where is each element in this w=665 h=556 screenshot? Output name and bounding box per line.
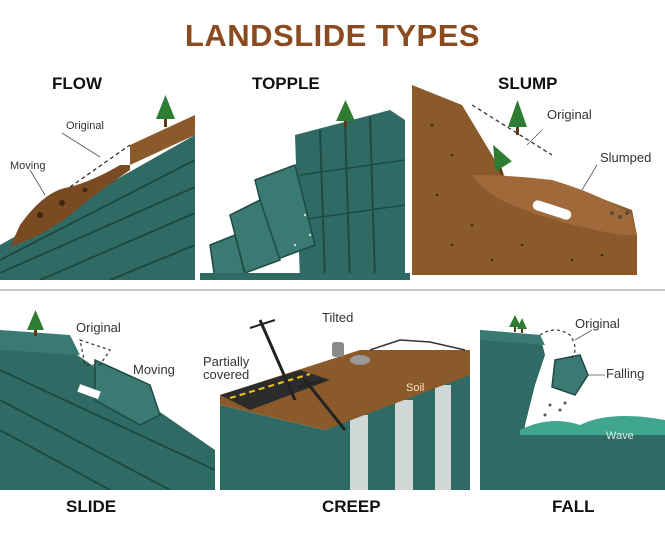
slide-illustration — [0, 310, 215, 490]
fall-wave-annotation: Wave — [606, 430, 634, 442]
page-title: LANDSLIDE TYPES — [184, 18, 481, 53]
creep-label: CREEP — [322, 497, 381, 516]
slump-original-annotation: Original — [547, 107, 592, 122]
fall-illustration — [480, 315, 665, 490]
flow-label: FLOW — [52, 74, 103, 93]
slump-illustration — [412, 85, 637, 275]
section-divider — [0, 289, 665, 291]
topple-illustration — [200, 100, 410, 280]
creep-illustration — [220, 319, 470, 490]
fall-label: FALL — [552, 497, 595, 516]
slump-label: SLUMP — [498, 74, 558, 93]
topple-label: TOPPLE — [252, 74, 320, 93]
creep-covered-annotation: covered — [203, 367, 250, 382]
flow-illustration — [0, 95, 195, 280]
creep-tilted-annotation: Tilted — [322, 310, 354, 325]
slide-label: SLIDE — [66, 497, 117, 516]
creep-partially-annotation: Partially — [203, 354, 250, 369]
flow-moving-annotation: Moving — [10, 160, 46, 172]
slump-slumped-annotation: Slumped — [600, 150, 652, 165]
creep-soil-annotation: Soil — [406, 382, 425, 394]
flow-original-annotation: Original — [66, 120, 104, 132]
fall-original-annotation: Original — [575, 316, 620, 331]
slide-moving-annotation: Moving — [133, 362, 175, 377]
slide-original-annotation: Original — [76, 320, 121, 335]
fall-falling-annotation: Falling — [606, 366, 645, 381]
